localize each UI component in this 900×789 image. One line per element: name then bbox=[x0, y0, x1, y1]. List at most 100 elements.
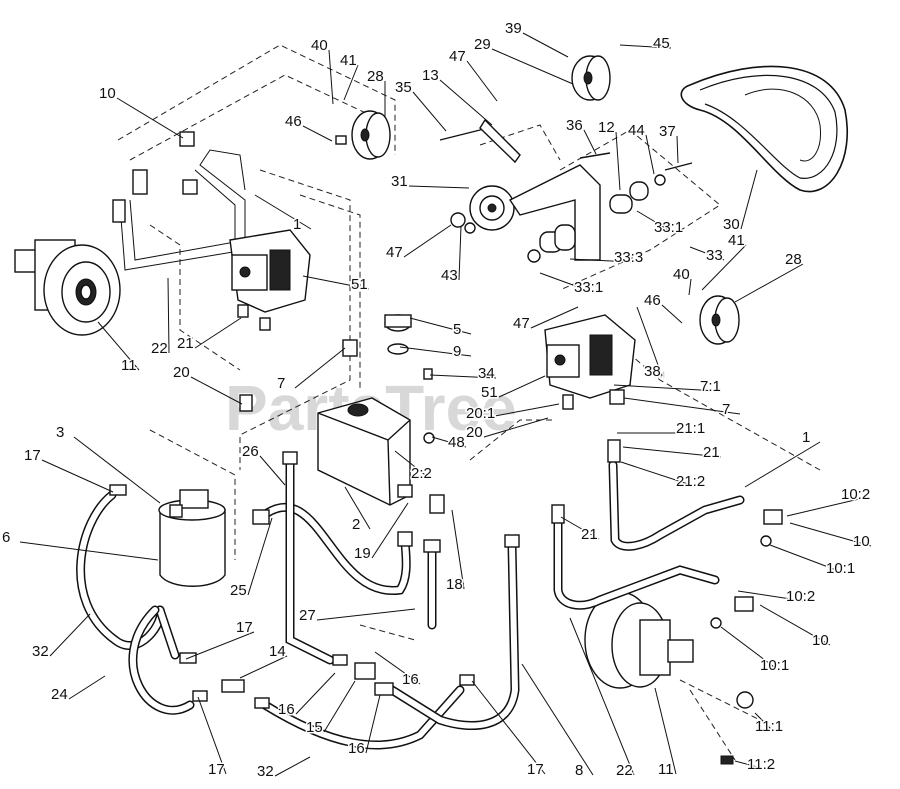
leader-line-c-7b bbox=[623, 397, 741, 415]
callout-c-17d: 17 bbox=[527, 761, 544, 778]
leader-line-c-1 bbox=[254, 194, 312, 230]
callout-c-7: 7 bbox=[277, 375, 285, 392]
left-pulley bbox=[335, 110, 391, 160]
callout-c-10a: 10 bbox=[99, 85, 116, 102]
leader-line-c-41a bbox=[343, 64, 359, 101]
leader-line-c-3 bbox=[73, 436, 161, 504]
callout-c-5: 5 bbox=[453, 321, 461, 338]
callout-c-41a: 41 bbox=[340, 52, 357, 69]
callout-c-33-1b: 33:1 bbox=[574, 279, 603, 296]
leader-line-c-51b bbox=[498, 375, 546, 398]
callout-c-21a: 21 bbox=[177, 335, 194, 352]
leader-line-c-10-1b bbox=[720, 626, 779, 671]
leader-line-c-34 bbox=[429, 374, 497, 379]
callout-c-13: 13 bbox=[422, 67, 439, 84]
callout-c-33: 33 bbox=[706, 247, 723, 264]
callout-c-20a: 20 bbox=[173, 364, 190, 381]
callout-c-17b: 17 bbox=[236, 619, 253, 636]
leader-line-c-2-2 bbox=[394, 450, 430, 479]
callout-c-40a: 40 bbox=[311, 37, 328, 54]
callout-c-31: 31 bbox=[391, 173, 408, 190]
leader-line-c-20a bbox=[190, 376, 243, 405]
leader-line-c-10a bbox=[116, 97, 184, 139]
callout-c-38: 38 bbox=[644, 363, 661, 380]
leader-line-c-30 bbox=[740, 169, 758, 230]
callout-c-17c: 17 bbox=[208, 761, 225, 778]
leader-line-c-2 bbox=[344, 486, 371, 530]
leader-line-c-47c bbox=[530, 306, 579, 329]
callout-c-28b: 28 bbox=[785, 251, 802, 268]
leader-line-c-11-1 bbox=[754, 712, 774, 732]
leader-line-c-14 bbox=[239, 655, 288, 679]
leader-line-c-8 bbox=[521, 663, 594, 776]
leader-line-c-44 bbox=[645, 134, 655, 175]
callout-c-21b: 21 bbox=[703, 444, 720, 461]
callout-c-46a: 46 bbox=[285, 113, 302, 130]
callout-c-46b: 46 bbox=[644, 292, 661, 309]
leader-line-c-33-3 bbox=[569, 258, 633, 263]
leader-line-c-39 bbox=[522, 32, 569, 58]
reservoir-tank bbox=[317, 314, 412, 506]
callout-c-10-2a: 10:2 bbox=[841, 486, 870, 503]
leader-line-c-7 bbox=[294, 347, 346, 389]
callout-c-16c: 16 bbox=[348, 740, 365, 757]
callout-c-21-1: 21:1 bbox=[676, 420, 705, 437]
callout-c-15: 15 bbox=[306, 719, 323, 736]
callout-c-10-1b: 10:1 bbox=[760, 657, 789, 674]
leader-line-c-25 bbox=[247, 517, 273, 596]
idler-assembly bbox=[439, 118, 601, 261]
callout-c-51b: 51 bbox=[481, 384, 498, 401]
right-wheel-motor bbox=[584, 591, 754, 765]
callout-labels: 1122:2356777:18910101010:110:110:210:211… bbox=[1, 19, 872, 782]
leader-line-c-45 bbox=[619, 44, 672, 49]
leader-line-c-26 bbox=[259, 455, 286, 486]
leader-line-c-17c bbox=[197, 696, 227, 775]
hoses bbox=[76, 455, 745, 750]
callout-c-20b: 20 bbox=[466, 424, 483, 441]
callout-c-29: 29 bbox=[474, 36, 491, 53]
leader-line-c-40a bbox=[328, 49, 334, 105]
callout-c-35: 35 bbox=[395, 79, 412, 96]
leader-line-c-15 bbox=[323, 680, 356, 733]
callout-c-32a: 32 bbox=[32, 643, 49, 660]
leader-line-c-32b bbox=[274, 756, 311, 777]
callout-c-14: 14 bbox=[269, 643, 286, 660]
top-pulley bbox=[571, 55, 611, 101]
callout-c-41b: 41 bbox=[728, 232, 745, 249]
leader-line-c-13 bbox=[439, 79, 493, 126]
leader-line-c-32a bbox=[49, 613, 91, 657]
callout-c-2: 2 bbox=[352, 516, 360, 533]
leader-line-c-11b bbox=[654, 687, 677, 775]
callout-c-37: 37 bbox=[659, 123, 676, 140]
leader-line-c-10-2a bbox=[786, 498, 860, 517]
callout-c-22a: 22 bbox=[151, 340, 168, 357]
leader-line-c-10b bbox=[789, 522, 872, 547]
callout-c-19: 19 bbox=[354, 545, 371, 562]
leader-line-c-33-1a bbox=[636, 210, 673, 233]
callout-c-17a: 17 bbox=[24, 447, 41, 464]
callout-c-10-1a: 10:1 bbox=[826, 560, 855, 577]
leader-line-c-43 bbox=[458, 225, 462, 281]
callout-c-11b: 11 bbox=[658, 761, 674, 778]
callout-c-10-2b: 10:2 bbox=[786, 588, 815, 605]
callout-c-25: 25 bbox=[230, 582, 247, 599]
leader-line-c-33-1b bbox=[539, 272, 593, 293]
left-hydraulic-tubes bbox=[112, 131, 246, 271]
leader-line-c-11a bbox=[97, 321, 140, 371]
leader-line-c-16b bbox=[295, 672, 336, 715]
callout-c-24: 24 bbox=[51, 686, 68, 703]
right-pulley bbox=[699, 295, 740, 345]
callout-c-18: 18 bbox=[446, 576, 463, 593]
callout-c-27: 27 bbox=[299, 607, 316, 624]
drive-belt bbox=[680, 65, 849, 193]
leader-line-c-18 bbox=[451, 509, 465, 590]
callout-c-16b: 16 bbox=[278, 701, 295, 718]
leader-line-c-46b bbox=[661, 304, 683, 324]
leader-line-c-17b bbox=[185, 631, 255, 660]
leader-line-c-20-1 bbox=[483, 403, 560, 419]
callout-c-48: 48 bbox=[448, 434, 465, 451]
leader-line-c-46a bbox=[302, 125, 333, 142]
leader-line-c-33 bbox=[689, 246, 725, 261]
leader-line-c-10-2b bbox=[737, 590, 805, 602]
